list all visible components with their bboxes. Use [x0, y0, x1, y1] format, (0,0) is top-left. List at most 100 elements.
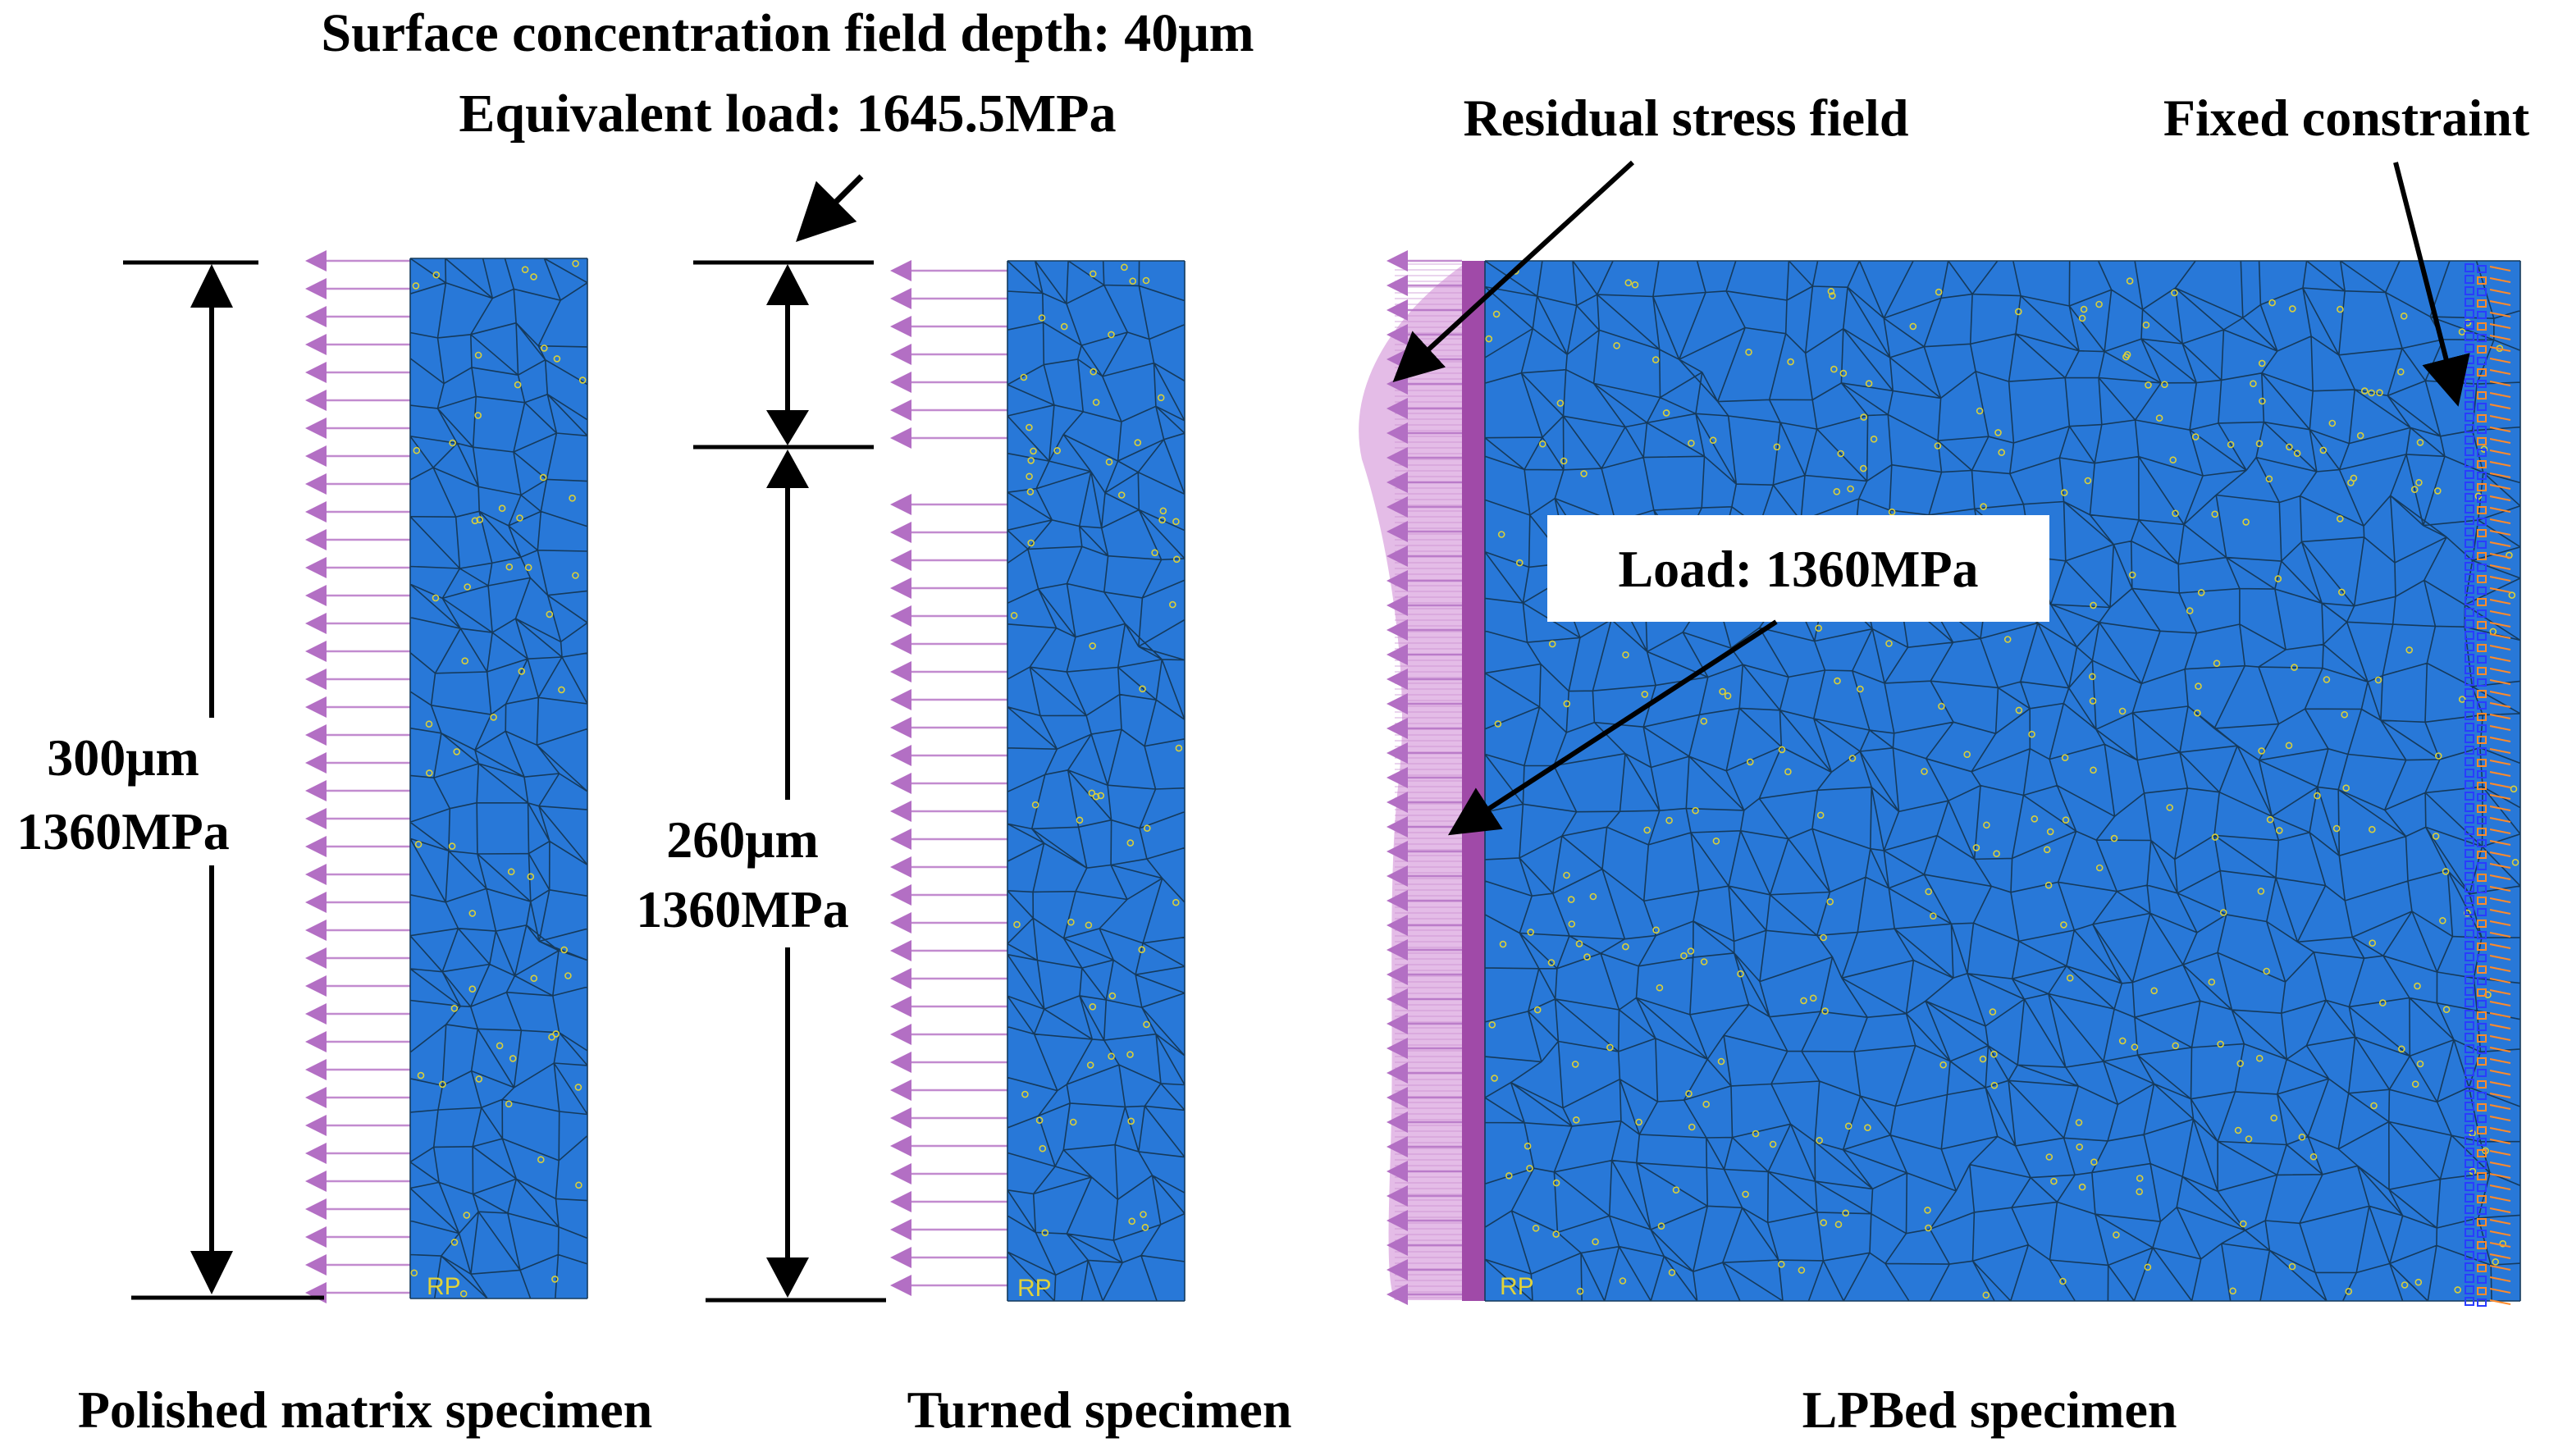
load-arrow-icon — [1387, 496, 1408, 518]
load-arrow-icon — [1387, 669, 1408, 690]
load-arrow-icon — [305, 613, 327, 634]
load-arrow-icon — [1387, 865, 1408, 887]
load-arrow-icon — [890, 940, 911, 961]
load-arrow-icon — [1387, 767, 1408, 788]
load-arrow-icon — [305, 780, 327, 801]
load-arrow-icon — [890, 661, 911, 682]
load-arrow-icon — [305, 1282, 327, 1303]
load-arrow-icon — [1387, 841, 1408, 862]
load-arrow-icon — [1387, 1136, 1408, 1157]
load-arrow-icon — [1387, 1185, 1408, 1207]
load-arrow-icon — [305, 1115, 327, 1136]
polished-dimension: 300μm 1360MPa — [16, 260, 324, 1300]
load-arrow-icon — [890, 522, 911, 543]
load-arrow-icon — [305, 920, 327, 941]
load-arrow-icon — [890, 1107, 911, 1129]
polished-load-arrows — [305, 250, 410, 1303]
load-arrow-icon — [305, 696, 327, 718]
load-arrow-icon — [305, 390, 327, 411]
load-arrow-icon — [1387, 1087, 1408, 1108]
load-arrow-icon — [1387, 988, 1408, 1010]
turned-caption: Turned specimen — [907, 1381, 1292, 1439]
lpbed-load-arrows — [1387, 250, 1462, 1305]
load-arrow-icon — [305, 334, 327, 355]
turned-grain-mesh — [1007, 260, 1185, 1302]
load-arrow-icon — [1387, 521, 1408, 542]
load-arrow-icon — [305, 724, 327, 746]
load-arrow-icon — [890, 1219, 911, 1240]
header-equivalent-load-label: Equivalent load: 1645.5MPa — [459, 84, 1116, 144]
load-arrow-icon — [1387, 545, 1408, 567]
load-arrow-icon — [305, 1254, 327, 1276]
load-arrow-icon — [1387, 1161, 1408, 1182]
load-arrow-icon — [305, 892, 327, 913]
load-arrow-icon — [890, 316, 911, 337]
load-arrow-icon — [1387, 595, 1408, 616]
load-arrow-icon — [305, 864, 327, 885]
load-arrow-icon — [305, 1087, 327, 1108]
load-arrow-icon — [890, 968, 911, 989]
load-arrow-icon — [890, 717, 911, 738]
load-arrow-icon — [890, 427, 911, 449]
load-arrow-icon — [305, 641, 327, 662]
load-arrow-icon — [890, 1275, 911, 1296]
load-arrow-icon — [305, 445, 327, 467]
load-arrow-icon — [1387, 250, 1408, 272]
load-arrow-icon — [890, 1163, 911, 1184]
load-arrow-icon — [1387, 1038, 1408, 1059]
load-arrow-icon — [1387, 422, 1408, 444]
turned-dimension: 260μm 1360MPa — [611, 260, 886, 1303]
load-arrow-icon — [890, 801, 911, 822]
lpbed-specimen: RP — [1359, 250, 2521, 1307]
load-arrow-icon — [890, 1079, 911, 1101]
load-arrow-icon — [890, 399, 911, 421]
polished-length-label: 300μm — [47, 728, 199, 787]
fixed-constraint-pointer — [2393, 162, 2470, 407]
load-arrow-icon — [890, 260, 911, 281]
load-arrow-icon — [305, 836, 327, 857]
load-arrow-icon — [305, 473, 327, 495]
polished-caption: Polished matrix specimen — [78, 1381, 652, 1439]
load-arrow-icon — [890, 689, 911, 710]
load-arrow-icon — [1387, 472, 1408, 493]
load-arrow-icon — [1387, 275, 1408, 296]
load-arrow-icon — [305, 1198, 327, 1220]
load-arrow-icon — [305, 306, 327, 327]
load-arrow-icon — [1387, 398, 1408, 419]
load-arrow-icon — [1387, 1013, 1408, 1034]
load-pointer — [1447, 619, 1778, 836]
load-arrow-icon — [890, 773, 911, 794]
load-arrow-icon — [305, 1031, 327, 1052]
load-arrow-icon — [305, 1171, 327, 1192]
load-arrow-icon — [1387, 693, 1408, 714]
load-label: Load: 1360MPa — [1618, 540, 1978, 598]
load-arrow-icon — [305, 1143, 327, 1164]
lpbed-caption: LPBed specimen — [1802, 1381, 2177, 1439]
load-arrow-icon — [1387, 447, 1408, 468]
polished-grain-mesh — [409, 258, 588, 1299]
load-arrow-icon — [890, 633, 911, 655]
load-arrow-icon — [305, 501, 327, 523]
load-arrow-icon — [1387, 964, 1408, 985]
load-arrow-icon — [890, 372, 911, 393]
load-arrow-icon — [305, 529, 327, 550]
load-arrow-icon — [305, 585, 327, 606]
residual-stress-bar — [1462, 261, 1485, 1301]
load-arrow-icon — [305, 557, 327, 578]
load-arrow-icon — [1387, 299, 1408, 321]
polished-rp-label: RP — [427, 1273, 461, 1300]
turned-length-label: 260μm — [666, 810, 819, 869]
load-arrow-icon — [305, 278, 327, 299]
load-arrow-icon — [890, 1135, 911, 1157]
load-arrow-icon — [1387, 718, 1408, 739]
load-arrow-icon — [305, 975, 327, 997]
header-depth-label: Surface concentration field depth: 40μm — [321, 3, 1254, 63]
turned-specimen: RP — [890, 260, 1185, 1302]
polished-load-label: 1360MPa — [16, 802, 230, 860]
load-arrow-icon — [890, 1052, 911, 1073]
fixed-constraint-label: Fixed constraint — [2163, 89, 2530, 147]
load-label-box — [1547, 515, 2049, 622]
load-arrow-icon — [890, 884, 911, 906]
load-arrow-icon — [1387, 1284, 1408, 1305]
